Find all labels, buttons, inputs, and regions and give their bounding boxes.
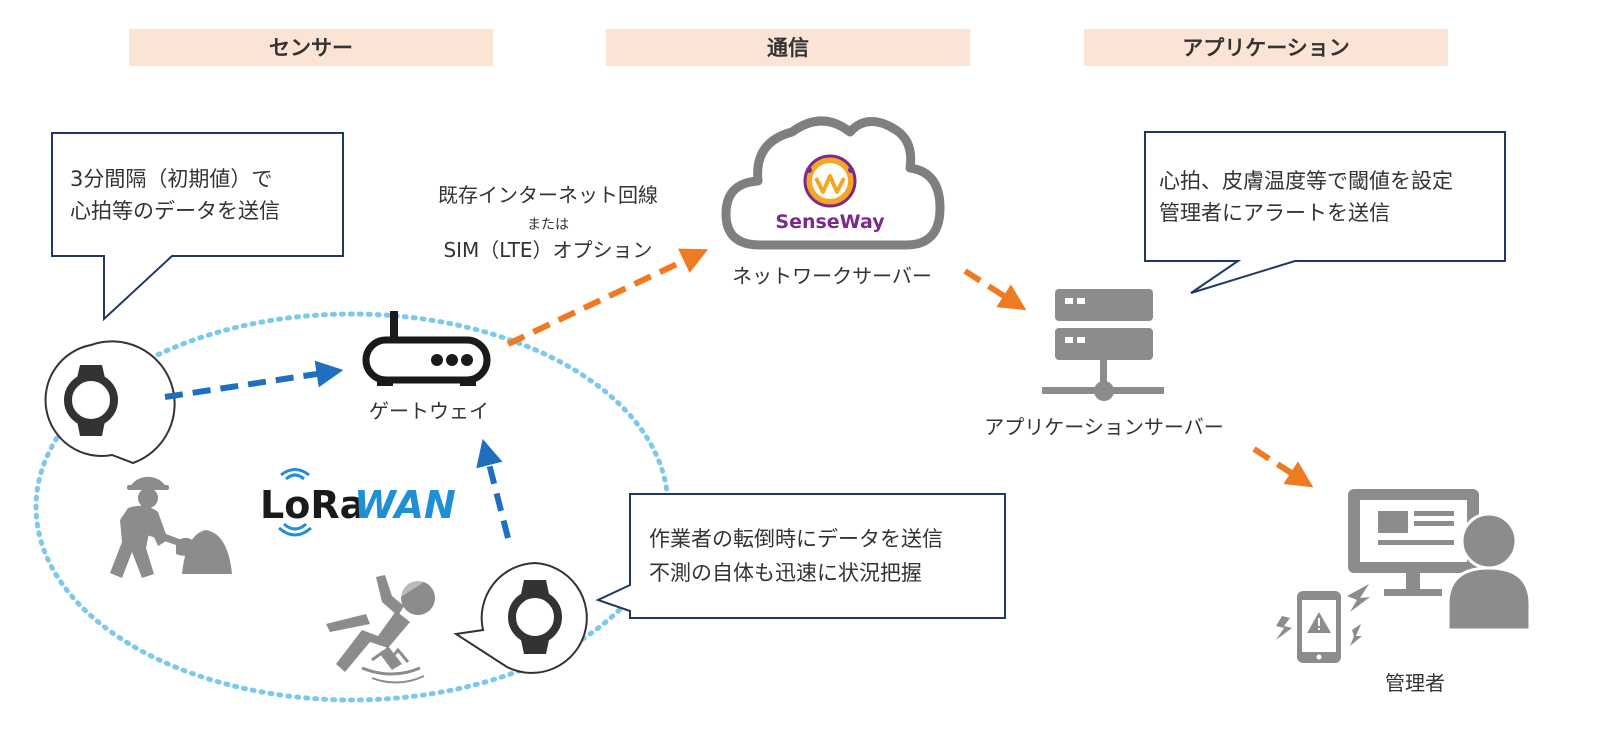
server-icon <box>1042 289 1164 401</box>
router-icon <box>362 311 491 386</box>
lorawan-logo: LoRa WAN <box>260 468 456 537</box>
lorawan-logo-wan: WAN <box>354 483 456 527</box>
header-application: アプリケーション <box>1084 29 1448 66</box>
senseway-logo: SenseWay <box>775 154 885 233</box>
watch-to-gateway-arrow <box>164 360 344 400</box>
app-server-to-manager-arrow <box>1252 446 1314 488</box>
header-application-label: アプリケーション <box>1182 36 1350 60</box>
sensor-bubble-line-2: 心拍等のデータを送信 <box>70 199 280 223</box>
manager-desk-icon <box>1348 489 1532 632</box>
header-network-label: 通信 <box>767 36 809 60</box>
alert-bubble: 心拍、皮膚温度等で閾値を設定 管理者にアラートを送信 <box>1144 131 1506 294</box>
fall-bubble-line-1: 作業者の転倒時にデータを送信 <box>649 527 943 551</box>
cloud-to-app-server-arrow <box>963 268 1027 311</box>
fall-watch-to-gateway-arrow <box>476 438 511 539</box>
smartphone-alert-icon <box>1276 584 1370 663</box>
header-sensor-label: センサー <box>269 36 353 60</box>
sensor-bubble-line-1: 3分間隔（初期値）で <box>70 167 272 191</box>
app-server-label: アプリケーションサーバー <box>984 415 1223 439</box>
connection-line-3: SIM（LTE）オプション <box>443 238 652 262</box>
sensor-bubble: 3分間隔（初期値）で 心拍等のデータを送信 <box>51 132 344 322</box>
header-sensor: センサー <box>129 29 493 66</box>
fall-bubble: 作業者の転倒時にデータを送信 不測の自体も迅速に状況把握 <box>595 493 1006 619</box>
connection-line-1: 既存インターネット回線 <box>438 183 658 207</box>
gateway-label: ゲートウェイ <box>369 399 489 423</box>
worker-digging-icon <box>110 476 232 578</box>
lorawan-logo-lora: LoRa <box>260 483 365 527</box>
alert-bubble-line-2: 管理者にアラートを送信 <box>1159 201 1390 225</box>
alert-bubble-line-1: 心拍、皮膚温度等で閾値を設定 <box>1159 169 1453 193</box>
header-network: 通信 <box>606 29 970 66</box>
gateway-to-cloud-arrow <box>506 248 709 347</box>
smartwatch-icon <box>44 340 176 465</box>
senseway-logo-text: SenseWay <box>775 211 885 233</box>
connection-line-2: または <box>527 217 569 233</box>
network-server-label: ネットワークサーバー <box>732 264 932 288</box>
fall-bubble-line-2: 不測の自体も迅速に状況把握 <box>649 561 922 585</box>
manager-label: 管理者 <box>1385 671 1445 695</box>
worker-falling-icon <box>326 575 435 684</box>
smartwatch-fall-icon <box>453 561 588 674</box>
